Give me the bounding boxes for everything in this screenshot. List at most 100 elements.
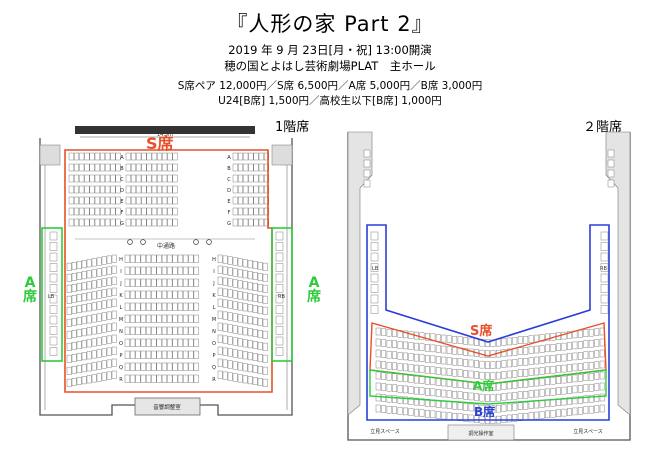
seat	[577, 407, 583, 415]
seat	[161, 302, 168, 311]
seat	[222, 266, 228, 275]
seat	[534, 378, 540, 387]
seat	[419, 343, 425, 351]
seat	[71, 295, 77, 303]
seat	[370, 273, 379, 283]
seat	[252, 272, 258, 280]
seat	[124, 302, 130, 311]
seat	[258, 152, 264, 161]
seat	[188, 266, 194, 275]
seat	[237, 326, 243, 335]
seat	[71, 306, 77, 314]
seat	[381, 372, 387, 380]
seat	[232, 290, 238, 299]
seat	[101, 312, 107, 321]
seat	[539, 400, 545, 408]
seat	[248, 185, 254, 194]
seat	[577, 330, 583, 338]
floor2-label: ２階席	[583, 120, 623, 135]
seat	[572, 341, 578, 350]
seat	[106, 288, 112, 297]
seat	[101, 278, 107, 287]
seat	[545, 344, 550, 353]
seat	[237, 185, 243, 194]
seat	[161, 350, 168, 359]
seat	[177, 362, 183, 371]
seat	[501, 415, 507, 423]
seat	[66, 378, 72, 387]
seat	[452, 357, 458, 366]
seat	[252, 317, 258, 325]
seat	[232, 218, 238, 227]
seat	[49, 315, 58, 325]
seat	[252, 341, 258, 349]
seat	[257, 366, 263, 374]
seat	[145, 278, 152, 287]
seat	[156, 254, 162, 263]
seat	[528, 335, 534, 343]
floor1-box-label-right: RB	[278, 294, 285, 300]
seat	[370, 242, 379, 251]
seat	[156, 218, 162, 227]
seat	[441, 334, 447, 343]
seat	[247, 328, 253, 337]
seat	[89, 163, 95, 172]
floor2-b-zone-label: B席	[474, 405, 496, 419]
seat	[512, 392, 518, 400]
seat	[474, 393, 479, 401]
seat	[243, 152, 249, 161]
seat	[594, 405, 600, 413]
seat	[172, 174, 178, 183]
seat	[414, 364, 419, 373]
seat	[68, 163, 74, 172]
seat	[115, 185, 121, 194]
seat	[156, 374, 162, 383]
seat	[106, 311, 112, 320]
seat	[479, 338, 485, 347]
seat	[430, 388, 436, 397]
seat	[534, 334, 540, 343]
seat	[262, 354, 268, 363]
row-label-R: R	[119, 377, 123, 383]
seat	[577, 352, 583, 360]
seat	[188, 362, 194, 371]
seat	[172, 185, 178, 194]
seat	[264, 174, 270, 183]
seat	[237, 338, 243, 347]
seat	[125, 218, 131, 227]
seat	[232, 268, 238, 277]
seat	[237, 269, 243, 278]
seat	[594, 328, 600, 336]
row-label-N: N	[212, 329, 216, 335]
seat	[468, 414, 474, 423]
row-label-G: G	[120, 221, 124, 227]
seat	[232, 313, 238, 322]
seat	[599, 349, 605, 358]
seat	[73, 185, 79, 194]
seat	[501, 393, 507, 401]
seat	[403, 385, 408, 394]
seat	[106, 371, 112, 380]
seat	[81, 271, 87, 280]
seat	[111, 265, 117, 274]
seat	[474, 360, 479, 368]
seat	[414, 386, 419, 395]
row-label-M: M	[212, 317, 216, 323]
seat	[140, 266, 146, 275]
seat	[162, 152, 168, 161]
seat	[506, 337, 512, 346]
seat	[111, 276, 117, 285]
seat	[49, 336, 58, 346]
seat	[172, 314, 178, 323]
seat	[188, 290, 194, 299]
seat	[528, 346, 534, 354]
row-label-Q: Q	[119, 365, 123, 371]
seat	[79, 185, 85, 194]
floor1-pillar	[271, 144, 293, 166]
seat	[392, 351, 397, 359]
seat	[177, 302, 183, 311]
row-label-K: K	[212, 293, 216, 299]
seat	[222, 299, 228, 308]
seat	[188, 350, 194, 359]
